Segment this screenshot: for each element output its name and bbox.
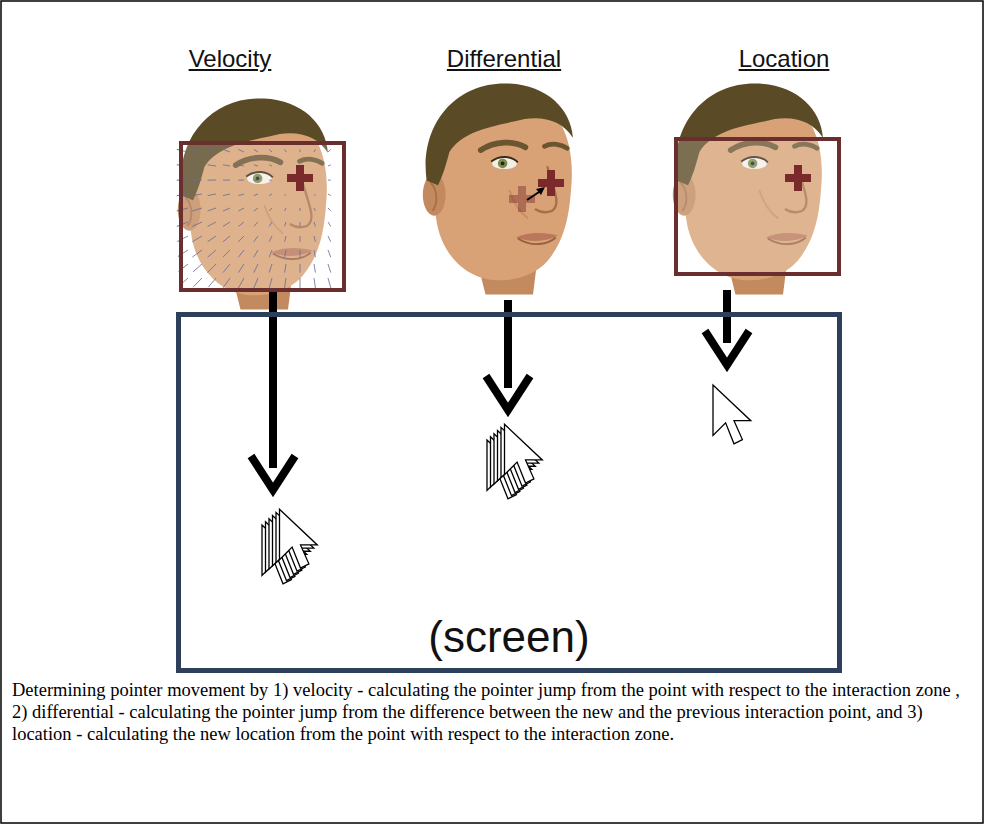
head-illustration bbox=[423, 83, 573, 294]
method-heading: Location bbox=[739, 45, 830, 73]
interaction-zone bbox=[181, 143, 344, 290]
mouse-pointer bbox=[713, 385, 751, 444]
method-heading: Velocity bbox=[189, 45, 272, 73]
mapping-arrow bbox=[269, 292, 277, 468]
mouse-pointer bbox=[487, 424, 542, 499]
interaction-point bbox=[287, 165, 313, 191]
screen-label: (screen) bbox=[428, 612, 589, 662]
interaction-zone bbox=[676, 139, 839, 274]
mouse-pointer bbox=[262, 509, 317, 584]
interaction-point bbox=[509, 186, 535, 212]
figure-caption: Determining pointer movement by 1) veloc… bbox=[12, 679, 967, 746]
screen-box: (screen) bbox=[176, 312, 842, 673]
method-heading: Differential bbox=[447, 45, 561, 73]
interaction-point bbox=[785, 165, 811, 191]
